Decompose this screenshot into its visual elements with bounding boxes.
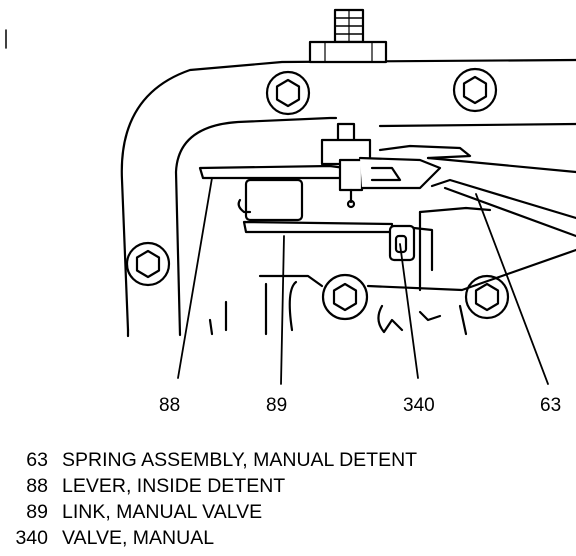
bolt-upper-left [265, 70, 311, 116]
legend-description: LEVER, INSIDE DETENT [62, 475, 286, 497]
manual-valve-link [242, 220, 394, 234]
legend-description: LINK, MANUAL VALVE [62, 501, 263, 523]
valve-body-edge [258, 274, 324, 288]
legend-description: VALVE, MANUAL [62, 527, 215, 549]
legend-item: 88 LEVER, INSIDE DETENT [0, 473, 576, 499]
bolt-lower-center [321, 273, 369, 321]
leader-340 [399, 243, 419, 379]
leader-89 [280, 235, 285, 385]
leader-88 [177, 177, 213, 379]
case-housing-inner [174, 116, 338, 337]
legend-item: 63 SPRING ASSEMBLY, MANUAL DETENT [0, 447, 576, 473]
detent-cylinder [244, 178, 304, 222]
top-fitting-base [308, 40, 388, 64]
callout-88: 88 [159, 395, 181, 416]
callout-63: 63 [540, 395, 562, 416]
legend-number: 63 [26, 449, 48, 471]
spring-assembly [430, 178, 576, 220]
callout-89: 89 [266, 395, 288, 416]
legend-description: SPRING ASSEMBLY, MANUAL DETENT [62, 449, 418, 471]
bolt-lower-right [464, 274, 510, 320]
legend-item: 340 VALVE, MANUAL [0, 525, 576, 551]
legend-item: 89 LINK, MANUAL VALVE [0, 499, 576, 525]
leader-63 [475, 193, 549, 385]
detent-lever [198, 164, 347, 180]
transmission-detent-diagram [5, 8, 576, 385]
legend-number: 88 [26, 475, 48, 497]
case-housing-outer [120, 58, 576, 332]
bolt-left [125, 241, 171, 287]
callout-340: 340 [403, 395, 435, 416]
legend-number: 340 [15, 527, 48, 549]
legend-number: 89 [26, 501, 48, 523]
bolt-upper-right [452, 67, 498, 113]
